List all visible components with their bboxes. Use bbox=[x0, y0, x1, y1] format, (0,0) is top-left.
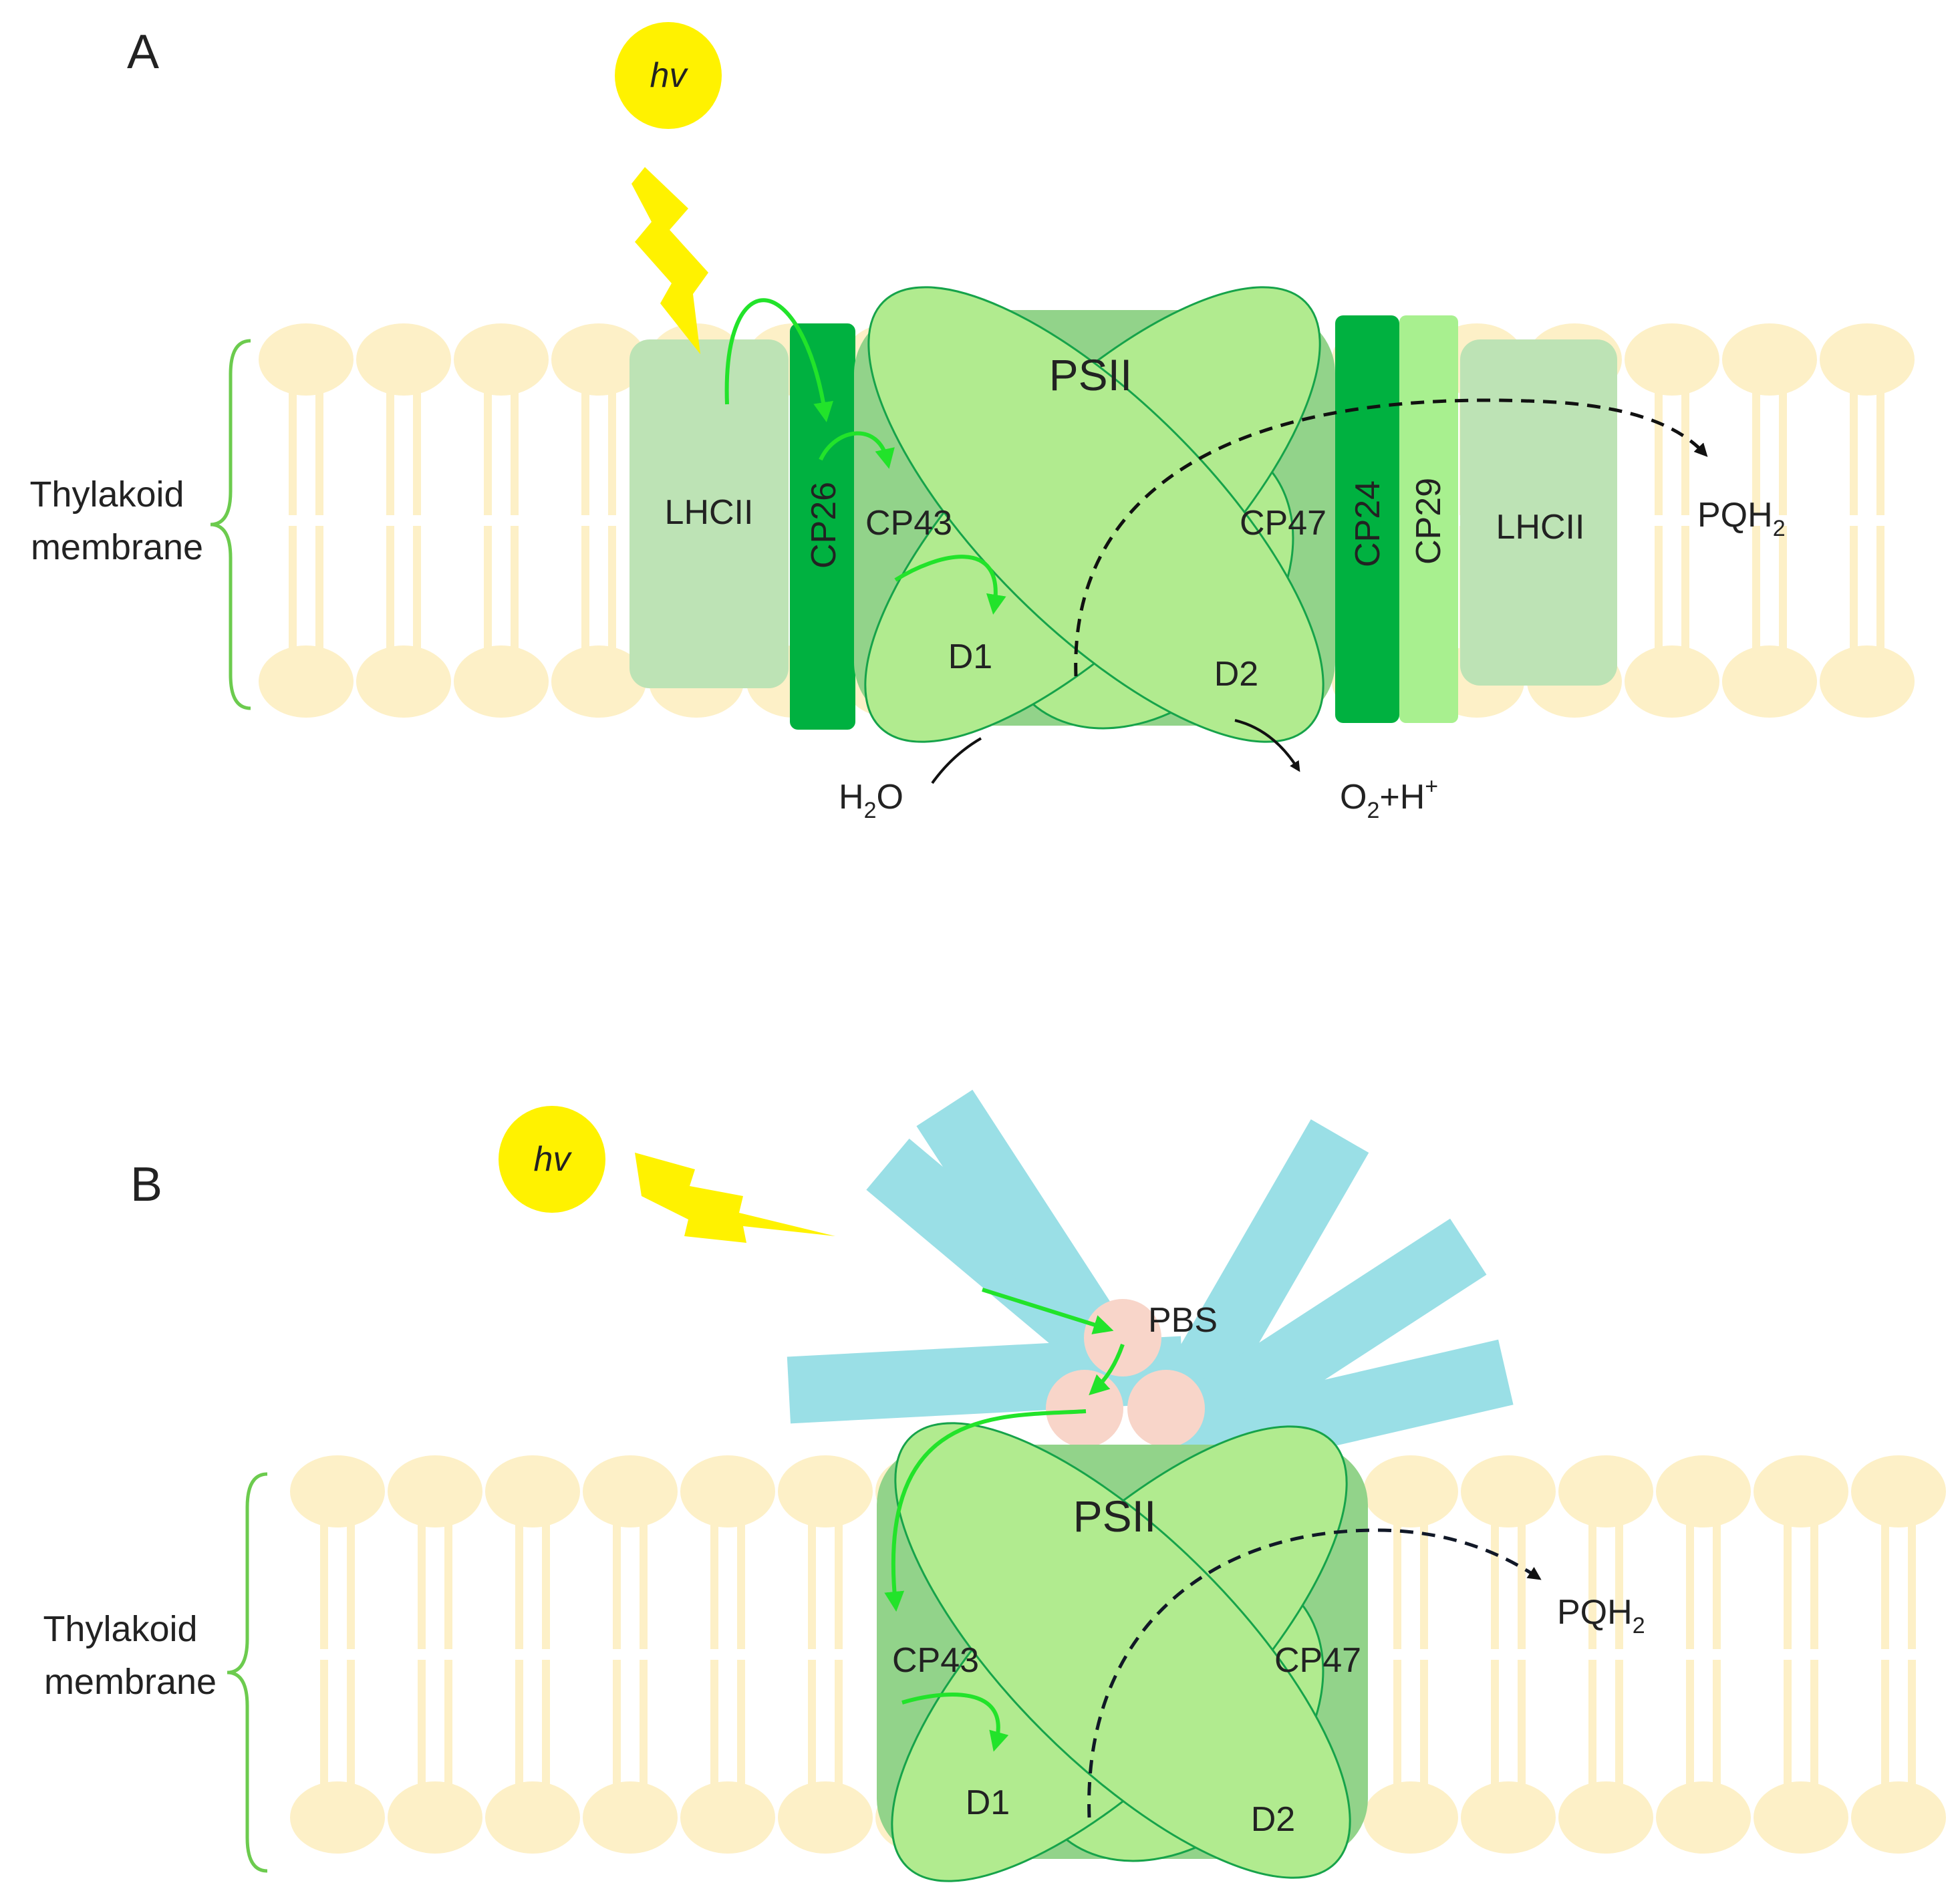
lipid-molecule bbox=[778, 1455, 873, 1854]
cp26-label: CP26 bbox=[805, 482, 843, 569]
energy-transfer-arrow-b2 bbox=[1089, 1344, 1125, 1396]
sun-icon-b bbox=[499, 1106, 605, 1213]
psii-label-b: PSII bbox=[1073, 1491, 1157, 1541]
lipid-molecule bbox=[290, 1455, 385, 1854]
energy-transfer-arrow-a2 bbox=[819, 431, 895, 469]
cp29-block bbox=[1399, 315, 1458, 723]
lipid-molecule bbox=[388, 1455, 482, 1854]
lightning-bolt-icon-a bbox=[632, 167, 708, 354]
cp43-label-a: CP43 bbox=[865, 504, 952, 543]
water-arrow bbox=[931, 737, 982, 784]
pbs-rod bbox=[1150, 1119, 1369, 1431]
pqh2-label-b: PQH2 bbox=[1557, 1593, 1645, 1638]
lhcii-right-label: LHCII bbox=[1496, 508, 1585, 547]
water-label: H2O bbox=[839, 778, 903, 823]
light-label-b: hv bbox=[534, 1140, 573, 1179]
energy-transfer-arrow-a1 bbox=[724, 298, 833, 422]
psii-label-a: PSII bbox=[1049, 350, 1133, 400]
cp43-label-b: CP43 bbox=[892, 1641, 979, 1680]
lhcii-right-block bbox=[1460, 339, 1617, 686]
lipid-molecule bbox=[454, 323, 549, 718]
lipid-molecule bbox=[1820, 323, 1915, 718]
lipid-molecule bbox=[1558, 1455, 1653, 1854]
cp47-label-b: CP47 bbox=[1274, 1641, 1361, 1680]
membrane-label-a2: membrane bbox=[31, 527, 203, 567]
cp24-label: CP24 bbox=[1349, 480, 1387, 567]
membrane-label-b2: membrane bbox=[44, 1662, 217, 1702]
cp29-label: CP29 bbox=[1409, 478, 1448, 565]
d2-label-a: D2 bbox=[1214, 655, 1258, 694]
cp24-block bbox=[1335, 315, 1399, 723]
lipid-molecule bbox=[356, 323, 451, 718]
cp26-block bbox=[790, 323, 855, 730]
lipid-molecule bbox=[1461, 1455, 1556, 1854]
pbs-label: PBS bbox=[1148, 1301, 1218, 1340]
pbs-core-disk bbox=[1046, 1370, 1123, 1447]
panel-label-a: A bbox=[127, 25, 159, 79]
energy-transfer-arrow-b3 bbox=[884, 1409, 1087, 1612]
energy-transfer-arrow-b1 bbox=[982, 1288, 1114, 1334]
lhcii-left-block bbox=[629, 339, 789, 688]
lipid-molecule bbox=[1722, 323, 1817, 718]
sun-icon-a bbox=[615, 22, 722, 129]
electron-path-dashed-b bbox=[1087, 1528, 1542, 1818]
lipid-molecule bbox=[1363, 1455, 1458, 1854]
light-label-a: hv bbox=[650, 56, 689, 95]
membrane-brace-b bbox=[227, 1472, 268, 1873]
lipid-molecule bbox=[551, 323, 646, 718]
lightning-bolt-icon-b bbox=[635, 1153, 835, 1243]
membrane-label-a1: Thylakoid bbox=[29, 474, 184, 515]
lipid-molecule bbox=[583, 1455, 678, 1854]
energy-transfer-arrow-a3 bbox=[894, 555, 1006, 615]
panel-label-b: B bbox=[130, 1158, 162, 1211]
lipid-molecule bbox=[1851, 1455, 1946, 1854]
cp47-label-a: CP47 bbox=[1240, 504, 1326, 543]
cp43-d1-subunit-b bbox=[894, 1422, 1351, 1879]
pbs-core-disk bbox=[1127, 1370, 1205, 1447]
lipid-molecule bbox=[1625, 323, 1719, 718]
oxygen-proton-label: O2+H+ bbox=[1340, 774, 1438, 823]
electron-path-dashed-a bbox=[1074, 398, 1708, 677]
panel-a: A hv Thylakoid membrane LHCII CP26 PSII … bbox=[29, 22, 1915, 823]
energy-transfer-arrow-b4 bbox=[901, 1692, 1009, 1752]
oxygen-arrow bbox=[1234, 719, 1300, 772]
lhcii-left-label: LHCII bbox=[665, 493, 754, 532]
lipid-molecule bbox=[1754, 1455, 1848, 1854]
pbs-rod bbox=[916, 1089, 1122, 1356]
membrane-brace-a bbox=[210, 339, 251, 710]
d1-label-b: D1 bbox=[966, 1783, 1010, 1822]
lipid-molecule bbox=[259, 323, 354, 718]
lipid-molecule bbox=[485, 1455, 580, 1854]
lipid-molecule bbox=[1656, 1455, 1751, 1854]
cp43-d1-subunit-a bbox=[867, 286, 1324, 743]
lipid-molecule bbox=[680, 1455, 775, 1854]
d1-label-a: D1 bbox=[948, 637, 992, 676]
membrane-label-b1: Thylakoid bbox=[43, 1609, 197, 1649]
panel-b: B hv Thylakoid membrane PBS PSII CP43 CP… bbox=[43, 1089, 1946, 1882]
pqh2-label-a: PQH2 bbox=[1697, 496, 1786, 541]
d2-label-b: D2 bbox=[1251, 1800, 1295, 1839]
